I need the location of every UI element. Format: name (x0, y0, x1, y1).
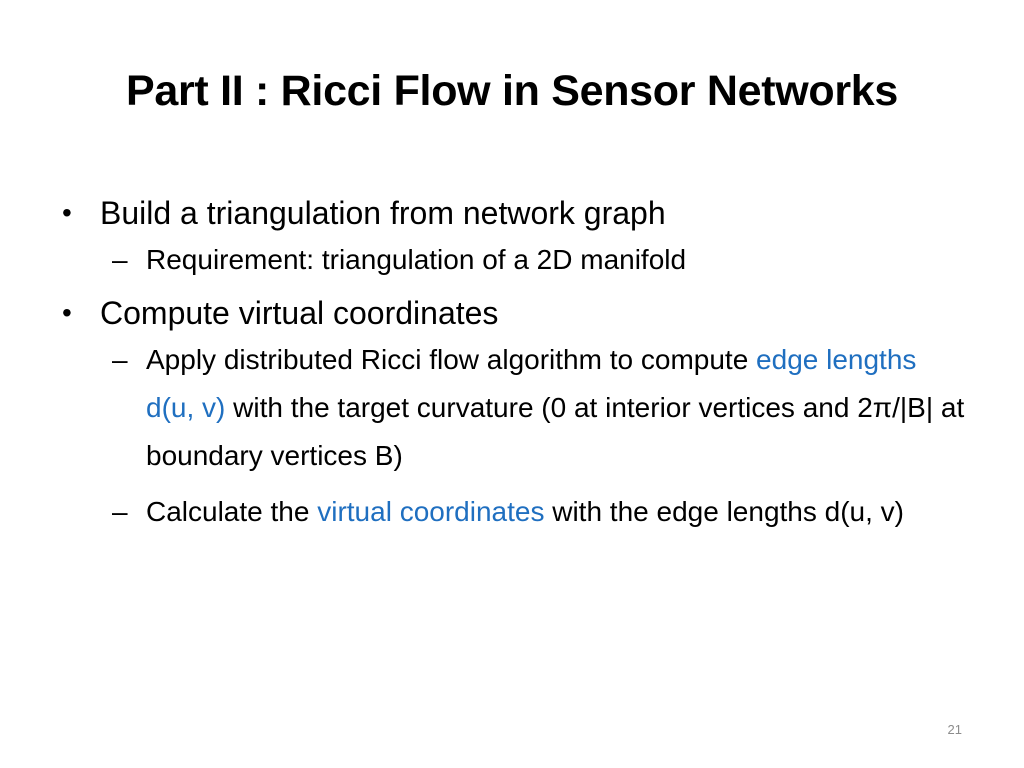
text-run: with the edge lengths d(u, v) (544, 496, 904, 527)
bullet-text-2: Compute virtual coordinates (100, 295, 499, 331)
dash-icon: – (112, 344, 128, 375)
page-number: 21 (947, 722, 962, 737)
bullet-text-1: Build a triangulation from network graph (100, 195, 666, 231)
sub-bullet-text-2-1: Apply distributed Ricci flow algorithm t… (146, 336, 972, 480)
dash-icon: – (112, 496, 128, 527)
sub-bullet-1-1: – Requirement: triangulation of a 2D man… (112, 236, 972, 284)
slide-title: Part II : Ricci Flow in Sensor Networks (125, 67, 899, 115)
sub-bullet-2-1: – Apply distributed Ricci flow algorithm… (112, 336, 972, 480)
sub-bullet-2-2: – Calculate the virtual coordinates with… (112, 488, 972, 536)
bullet-icon: • (62, 197, 72, 228)
bullet-item-2: • Compute virtual coordinates (62, 290, 972, 336)
sub-bullet-text-1-1: Requirement: triangulation of a 2D manif… (146, 244, 687, 275)
text-run: Apply distributed Ricci flow algorithm t… (146, 344, 757, 375)
sub-bullet-text-2-2: Calculate the virtual coordinates with t… (146, 488, 972, 536)
slide-body: • Build a triangulation from network gra… (62, 190, 972, 536)
highlighted-term: virtual coordinates (317, 496, 545, 527)
highlighted-term: edge lengths d(u, v) (146, 344, 917, 423)
dash-icon: – (112, 244, 128, 275)
text-run: with the target curvature (0 at interior… (146, 392, 965, 471)
text-run: Calculate the (146, 496, 318, 527)
bullet-item-1: • Build a triangulation from network gra… (62, 190, 972, 236)
bullet-icon: • (62, 297, 72, 328)
